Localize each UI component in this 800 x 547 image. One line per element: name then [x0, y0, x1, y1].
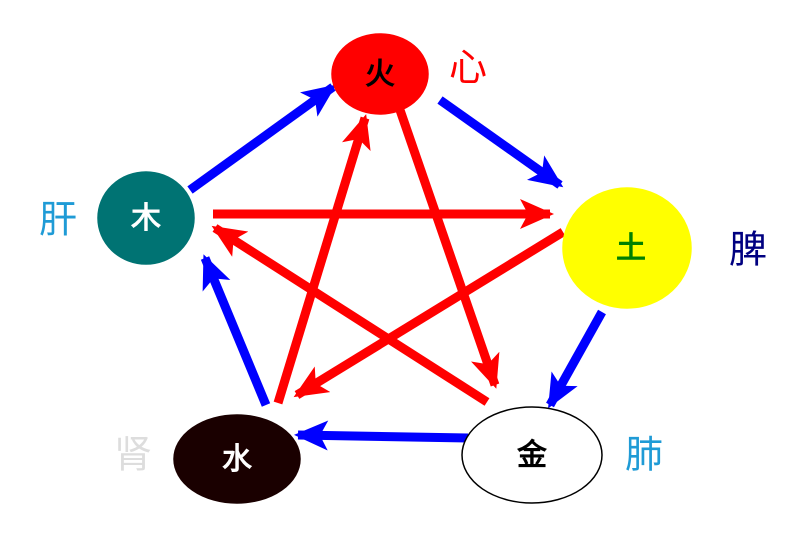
fire-label: 火 — [365, 57, 395, 92]
arrow-fire-to-metal — [395, 108, 500, 389]
organ-liver-label: 肝 — [39, 198, 77, 242]
arrow-earth-to-metal — [546, 309, 606, 409]
organ-heart-label: 心 — [449, 46, 487, 90]
arrow-water-to-fire — [273, 114, 371, 405]
organ-lung-label: 肺 — [625, 433, 663, 477]
element-node-wood: 木 — [97, 171, 195, 265]
wood-circle — [97, 171, 195, 265]
water-label: 水 — [222, 442, 253, 477]
organ-spleen-label: 脾 — [729, 228, 767, 272]
element-node-earth: 土 — [562, 187, 692, 309]
metal-circle — [461, 406, 603, 504]
controlling-cycle — [211, 108, 566, 406]
arrow-earth-to-water — [293, 228, 566, 399]
element-node-water: 水 — [173, 414, 301, 504]
element-node-fire: 火 — [331, 33, 429, 115]
arrow-metal-to-water — [294, 420, 469, 451]
arrow-metal-to-wood — [211, 224, 490, 406]
arrow-wood-to-fire — [187, 83, 337, 194]
organ-kidney-label: 肾 — [114, 433, 152, 477]
arrow-fire-to-earth — [437, 96, 564, 189]
water-circle — [173, 414, 301, 504]
element-node-metal: 金 — [461, 406, 603, 504]
earth-circle — [562, 187, 692, 309]
arrow-water-to-wood — [200, 254, 271, 407]
earth-label: 土 — [616, 231, 646, 266]
wood-label: 木 — [130, 201, 161, 236]
generating-cycle — [187, 83, 606, 451]
fire-circle — [331, 33, 429, 115]
organ-labels: 心 脾 肺 肾 肝 — [39, 46, 767, 477]
metal-label: 金 — [516, 438, 548, 473]
